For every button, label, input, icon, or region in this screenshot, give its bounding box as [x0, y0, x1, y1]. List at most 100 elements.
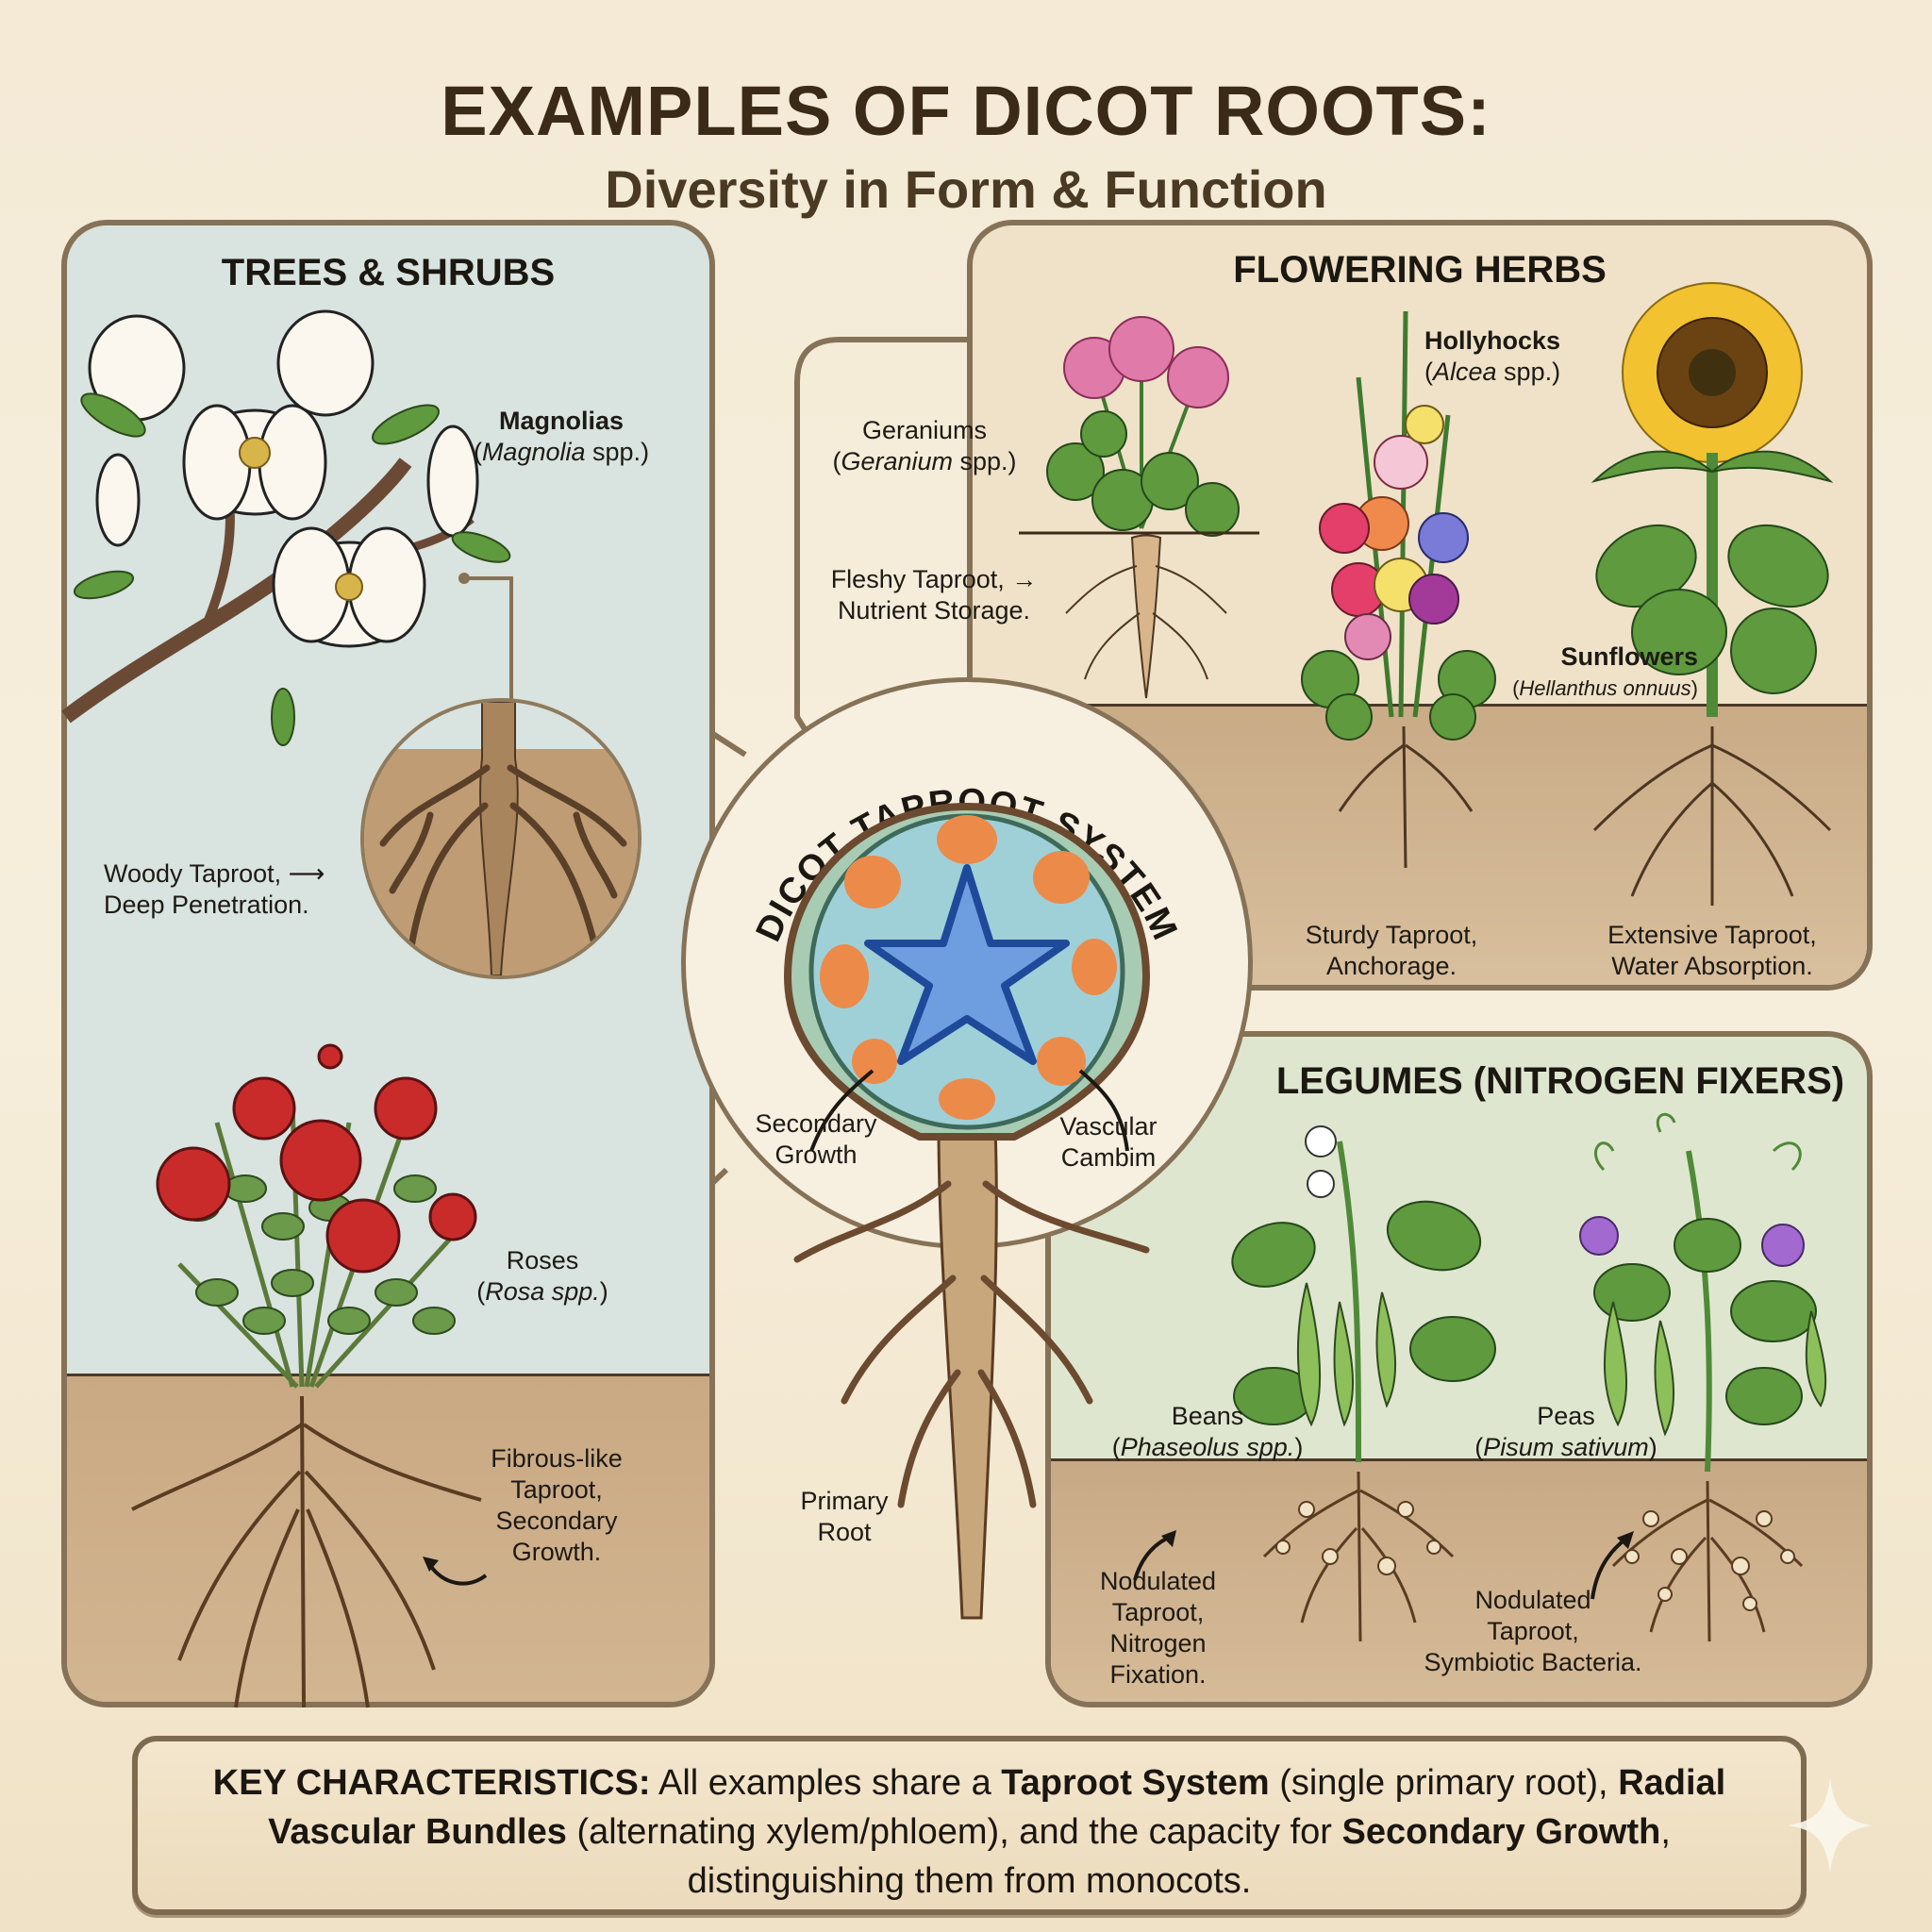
beans-note-line2: Taproot,	[1111, 1598, 1205, 1626]
woody-taproot-drawing	[379, 702, 627, 975]
beans-name: Beans	[1171, 1402, 1244, 1430]
magnolia-species: (Magnolia spp.)	[473, 438, 650, 466]
roses-species: (Rosa spp.)	[476, 1277, 608, 1306]
vascular-cambium-line1: Vascular	[1059, 1112, 1158, 1141]
beans-illustration	[1231, 1125, 1496, 1642]
beans-species: (Phaseolus spp.)	[1111, 1433, 1304, 1461]
beans-species-genus: Phaseolus spp.	[1120, 1433, 1295, 1461]
key-characteristics-box: KEY CHARACTERISTICS: All examples share …	[132, 1736, 1807, 1915]
magnolia-illustration	[61, 309, 511, 746]
beans-root-note: Nodulated Taproot, Nitrogen Fixation.	[1075, 1566, 1241, 1690]
sunflower-name: Sunflowers	[1560, 642, 1698, 671]
primary-root-line1: Primary	[800, 1487, 889, 1515]
hollyhock-name: Hollyhocks	[1424, 326, 1561, 355]
sunflower-label: Sunflowers (Hellanthus onnuus)	[1472, 641, 1698, 704]
arrow-right-icon: ⟶	[288, 859, 325, 888]
roses-name: Roses	[506, 1246, 579, 1274]
vascular-cambium-label: Vascular Cambim	[1038, 1111, 1179, 1174]
hollyhock-species-suffix: spp.	[1496, 358, 1553, 386]
panel-title-trees: TREES & SHRUBS	[221, 252, 556, 293]
key-bold-secondary-growth: Secondary Growth	[1341, 1812, 1661, 1852]
vascular-cambium-line2: Cambim	[1060, 1143, 1157, 1172]
page-title: EXAMPLES OF DICOT ROOTS:	[441, 72, 1491, 150]
page-subtitle: Diversity in Form & Function	[605, 159, 1327, 219]
peas-note-line2: Taproot,	[1487, 1617, 1579, 1645]
magnolia-note-line2: Deep Penetration.	[104, 891, 309, 919]
beans-note-line1: Nodulated	[1099, 1567, 1217, 1595]
curved-arrow-icon	[1133, 1530, 1176, 1581]
peas-note-line1: Nodulated	[1474, 1586, 1591, 1614]
peas-species-genus: Pisum sativum	[1483, 1433, 1649, 1461]
roses-species-genus: Rosa spp.	[485, 1277, 600, 1306]
key-text-2: (single primary root),	[1269, 1763, 1619, 1803]
magnolia-callout-line	[458, 573, 513, 722]
geranium-illustration	[1019, 316, 1259, 699]
arrow-right-icon: →	[1011, 565, 1038, 593]
peas-root-note: Nodulated Taproot, Symbiotic Bacteria.	[1406, 1585, 1660, 1678]
center-pointer-lines	[809, 1069, 1129, 1152]
magnolia-name: Magnolias	[498, 407, 625, 435]
curved-arrow-icon	[1591, 1531, 1634, 1600]
primary-root-label: Primary Root	[774, 1486, 915, 1548]
soil-layer	[67, 1374, 709, 1702]
peas-species: (Pisum sativum)	[1474, 1433, 1657, 1461]
beans-note-line4: Fixation.	[1109, 1660, 1207, 1689]
geranium-note-line2: Nutrient Storage.	[837, 596, 1031, 625]
magnolia-species-suffix: spp.	[585, 438, 641, 466]
panel-title-legumes: LEGUMES (NITROGEN FIXERS)	[1275, 1060, 1845, 1102]
roses-note-line1: Fibrous-like	[491, 1444, 623, 1473]
sunflower-note-line2: Water Absorption.	[1611, 952, 1813, 980]
peas-illustration	[1579, 1112, 1827, 1642]
panel-title-herbs: FLOWERING HERBS	[1233, 249, 1607, 291]
key-bold-radial-vascular: Radial Vascular Bundles	[268, 1763, 1726, 1852]
hollyhock-species: (Alcea spp.)	[1424, 358, 1561, 386]
root-cross-section	[783, 802, 1151, 1620]
sunflower-species: (Hellanthus onnuus)	[1512, 676, 1698, 700]
roses-note-line3: Secondary	[495, 1507, 618, 1535]
magnolia-root-note: Woody Taproot, ⟶ Deep Penetration.	[104, 858, 358, 921]
geranium-label: Geraniums (Geranium spp.)	[811, 415, 1038, 477]
geranium-name: Geraniums	[861, 416, 988, 444]
sparkle-icon	[1788, 1778, 1873, 1873]
hollyhock-note-line2: Anchorage.	[1325, 952, 1457, 980]
hollyhock-species-genus: Alcea	[1433, 358, 1497, 386]
sunflower-note-line1: Extensive Taproot,	[1607, 921, 1817, 949]
key-text-3: (alternating xylem/phloem), and the capa…	[566, 1812, 1342, 1852]
geranium-root-note: Fleshy Taproot, → Nutrient Storage.	[811, 564, 1057, 626]
secondary-growth-line1: Secondary	[755, 1109, 877, 1138]
key-lead: KEY CHARACTERISTICS:	[212, 1763, 651, 1803]
beans-note-line3: Nitrogen	[1109, 1629, 1207, 1657]
hollyhock-illustration	[1301, 310, 1496, 869]
secondary-growth-label: Secondary Growth	[736, 1108, 896, 1171]
key-characteristics-text: KEY CHARACTERISTICS: All examples share …	[166, 1758, 1773, 1906]
magnolia-root-closeup	[360, 698, 641, 979]
roses-label: Roses (Rosa spp.)	[443, 1245, 641, 1307]
roses-root-note: Fibrous-like Taproot, Secondary Growth.	[462, 1443, 651, 1568]
primary-root-line2: Root	[817, 1518, 872, 1546]
hollyhock-label: Hollyhocks (Alcea spp.)	[1424, 325, 1613, 388]
magnolia-note-line1: Woody Taproot,	[104, 859, 282, 888]
beans-label: Beans (Phaseolus spp.)	[1099, 1401, 1316, 1463]
secondary-growth-line2: Growth	[774, 1141, 858, 1169]
geranium-species-genus: Geranium	[841, 447, 953, 475]
soil-layer	[1051, 1458, 1867, 1702]
roses-note-line4: Growth.	[511, 1538, 602, 1566]
key-text-1: All examples share a	[650, 1763, 1002, 1803]
sunflower-illustration	[1591, 282, 1834, 906]
geranium-note-line1: Fleshy Taproot,	[830, 565, 1005, 593]
key-text-4: , distinguishing them from monocots.	[687, 1812, 1671, 1901]
curved-arrow-icon	[423, 1557, 488, 1586]
sunflower-species-genus: Hellanthus onnuus	[1519, 676, 1691, 700]
peas-label: Peas (Pisum sativum)	[1457, 1401, 1674, 1463]
magnolia-label: Magnolias (Magnolia spp.)	[443, 406, 679, 468]
geranium-species-suffix: spp.	[953, 447, 1008, 475]
roses-illustration	[131, 1043, 482, 1708]
peas-note-line3: Symbiotic Bacteria.	[1424, 1648, 1642, 1676]
peas-name: Peas	[1537, 1402, 1595, 1430]
geranium-species: (Geranium spp.)	[832, 447, 1017, 475]
key-bold-taproot-system: Taproot System	[1001, 1763, 1270, 1803]
sunflower-root-note: Extensive Taproot, Water Absorption.	[1580, 920, 1844, 982]
roses-note-line2: Taproot,	[510, 1475, 603, 1504]
hollyhock-root-note: Sturdy Taproot, Anchorage.	[1278, 920, 1505, 982]
hollyhock-note-line1: Sturdy Taproot,	[1305, 921, 1478, 949]
